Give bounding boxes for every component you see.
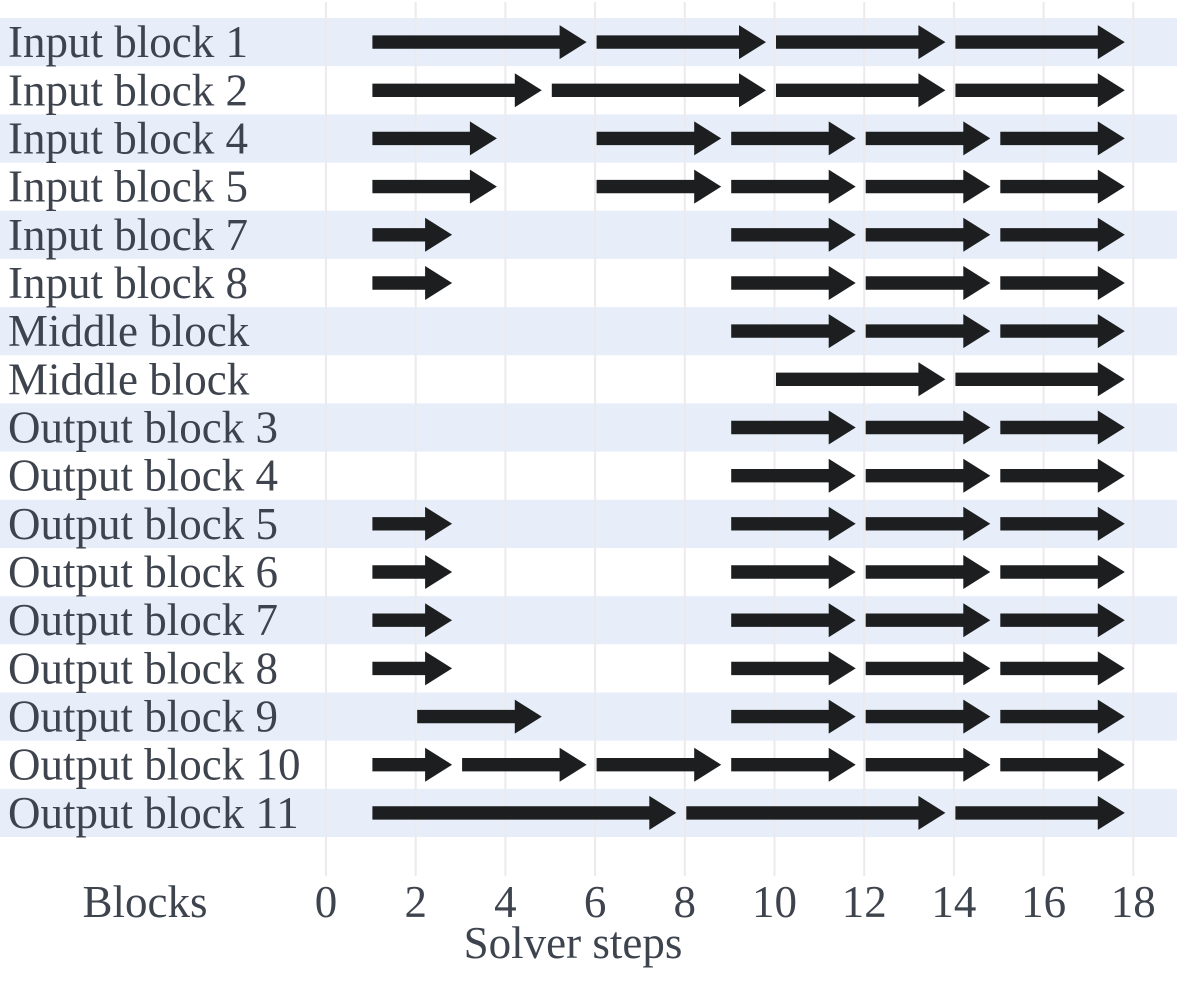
solver-step-arrow xyxy=(731,458,856,493)
solver-step-arrow xyxy=(731,169,856,204)
solver-step-arrow xyxy=(372,266,453,300)
solver-step-arrow xyxy=(372,217,453,252)
row-label: Output block 11 xyxy=(8,788,299,838)
solver-step-arrow xyxy=(372,651,453,686)
solver-step-arrow xyxy=(1000,458,1125,493)
solver-step-arrow xyxy=(1000,603,1125,638)
solver-step-arrow xyxy=(955,25,1125,60)
solver-step-arrow xyxy=(686,795,946,830)
solver-step-arrow xyxy=(865,603,991,638)
solver-step-arrow xyxy=(731,699,856,734)
x-tick-label: 18 xyxy=(1111,877,1156,927)
solver-step-arrow xyxy=(372,795,677,830)
x-axis-title: Solver steps xyxy=(464,918,683,968)
solver-step-arrow xyxy=(731,555,856,589)
solver-step-arrow xyxy=(1000,314,1125,349)
row-label: Output block 10 xyxy=(8,740,300,790)
solver-step-arrow xyxy=(865,410,991,445)
solver-step-arrow xyxy=(1000,651,1125,686)
solver-step-arrow xyxy=(1000,121,1125,156)
solver-step-arrow xyxy=(731,506,856,541)
row-label: Output block 6 xyxy=(8,547,278,597)
solver-step-arrow xyxy=(955,362,1125,397)
x-tick-label: 12 xyxy=(842,877,887,927)
solver-step-arrow xyxy=(372,169,497,204)
solver-step-arrow xyxy=(731,747,856,782)
solver-step-arrow xyxy=(372,747,453,782)
row-label: Middle block xyxy=(8,354,250,404)
solver-step-arrow xyxy=(1000,266,1125,300)
solver-step-arrow xyxy=(955,73,1125,108)
x-tick-label: 4 xyxy=(494,877,517,927)
solver-step-arrow xyxy=(776,73,946,108)
solver-step-arrow xyxy=(1000,410,1125,445)
x-tick-label: 6 xyxy=(584,877,607,927)
x-tick-label: 8 xyxy=(674,877,697,927)
solver-step-arrow xyxy=(731,410,856,445)
solver-step-arrow xyxy=(731,651,856,686)
solver-step-arrow xyxy=(731,121,856,156)
solver-step-arrow xyxy=(731,217,856,252)
row-label: Input block 8 xyxy=(8,258,248,308)
solver-step-arrow xyxy=(596,25,766,60)
row-label: Middle block xyxy=(8,306,250,356)
row-label: Output block 3 xyxy=(8,403,278,453)
solver-step-arrow xyxy=(731,266,856,300)
solver-step-arrow xyxy=(865,217,991,252)
solver-step-arrow xyxy=(1000,699,1125,734)
solver-step-arrow xyxy=(372,555,453,589)
row-label: Input block 1 xyxy=(8,17,248,67)
solver-step-arrow xyxy=(417,699,542,734)
solver-step-arrow xyxy=(865,314,991,349)
row-label: Output block 8 xyxy=(8,643,278,693)
solver-step-arrow xyxy=(596,169,722,204)
solver-step-arrow xyxy=(731,603,856,638)
row-label: Output block 5 xyxy=(8,499,278,549)
solver-step-arrow xyxy=(596,747,722,782)
solver-step-arrow xyxy=(955,795,1125,830)
row-label: Output block 9 xyxy=(8,692,278,742)
solver-step-arrow xyxy=(865,266,991,300)
solver-step-arrow xyxy=(551,73,766,108)
row-label: Output block 4 xyxy=(8,451,278,501)
x-tick-label: 0 xyxy=(315,877,338,927)
solver-step-arrow xyxy=(865,169,991,204)
solver-step-arrow xyxy=(731,314,856,349)
solver-step-arrow xyxy=(372,506,453,541)
row-label: Input block 7 xyxy=(8,210,248,260)
solver-step-arrow xyxy=(1000,506,1125,541)
x-tick-label: 16 xyxy=(1021,877,1066,927)
solver-step-arrow xyxy=(776,25,946,60)
solver-step-arrow xyxy=(776,362,946,397)
solver-step-arrow xyxy=(372,121,497,156)
row-label: Output block 7 xyxy=(8,595,278,645)
solver-step-arrow xyxy=(865,747,991,782)
y-axis-title: Blocks xyxy=(82,877,207,927)
solver-step-arrow xyxy=(372,73,542,108)
solver-step-arrow xyxy=(1000,747,1125,782)
x-tick-label: 14 xyxy=(931,877,976,927)
solver-step-arrow xyxy=(372,603,453,638)
solver-step-arrow xyxy=(865,699,991,734)
x-tick-label: 2 xyxy=(404,877,427,927)
solver-step-arrow xyxy=(865,506,991,541)
solver-step-arrow xyxy=(865,458,991,493)
solver-step-arrow xyxy=(865,121,991,156)
solver-step-arrow xyxy=(865,555,991,589)
solver-step-arrow xyxy=(462,747,587,782)
row-label: Input block 2 xyxy=(8,65,248,115)
row-label: Input block 5 xyxy=(8,162,248,212)
x-tick-label: 10 xyxy=(752,877,797,927)
solver-step-arrow xyxy=(596,121,722,156)
solver-step-arrow xyxy=(372,25,587,60)
row-label: Input block 4 xyxy=(8,113,248,163)
solver-step-arrow xyxy=(865,651,991,686)
solver-step-arrow xyxy=(1000,217,1125,252)
solver-step-arrow xyxy=(1000,555,1125,589)
solver-step-arrow xyxy=(1000,169,1125,204)
